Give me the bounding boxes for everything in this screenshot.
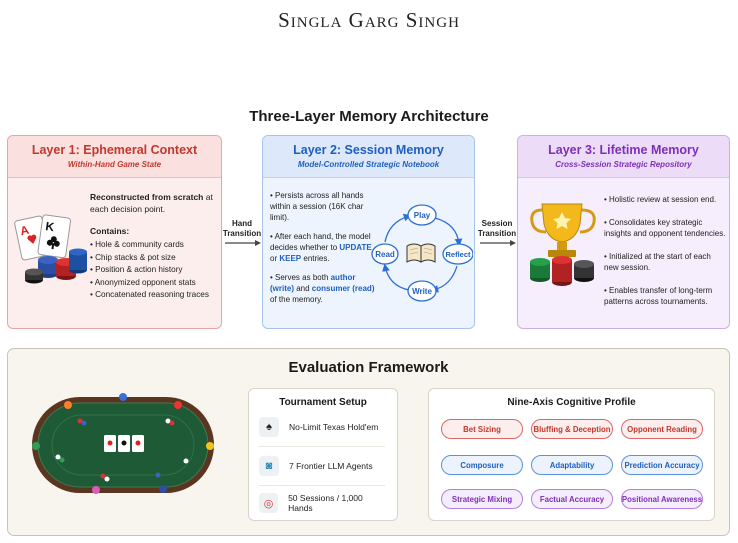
cognitive-profile-card: Nine-Axis Cognitive Profile Bet Sizing B… xyxy=(428,388,715,521)
axis-factual-accuracy: Factual Accuracy xyxy=(531,489,613,509)
table-chips xyxy=(55,418,189,482)
cycle-node-write: Write xyxy=(407,280,437,302)
layer2-point-persist: • Persists across all hands within a ses… xyxy=(270,191,364,222)
tournament-row-agents: ◙ 7 Frontier LLM Agents xyxy=(259,455,385,477)
layer3-item: • Consolidates key strategic insights an… xyxy=(604,217,726,239)
layer3-header: Layer 3: Lifetime Memory Cross-Session S… xyxy=(518,136,729,178)
axis-adaptability: Adaptability xyxy=(531,455,613,475)
hand-transition-arrow xyxy=(225,240,261,246)
layer3-title: Layer 3: Lifetime Memory xyxy=(548,143,699,157)
layer2-box: Layer 2: Session Memory Model-Controlled… xyxy=(262,135,475,329)
cards-chips-illustration: A K xyxy=(14,214,87,284)
layer1-intro: Reconstructed from scratch at each decis… xyxy=(90,192,213,214)
layer3-item: • Initialized at the start of each new s… xyxy=(604,251,711,273)
layer1-title: Layer 1: Ephemeral Context xyxy=(31,143,198,157)
axis-strategic-mixing: Strategic Mixing xyxy=(441,489,523,509)
chip-stacks xyxy=(25,248,87,284)
svg-text:Read: Read xyxy=(375,250,395,259)
layer2-point-roles: • Serves as both author (write) and cons… xyxy=(270,273,375,304)
layer1-item: • Anonymized opponent stats xyxy=(90,277,196,287)
layer1-header: Layer 1: Ephemeral Context Within-Hand G… xyxy=(8,136,221,178)
session-transition-arrow xyxy=(480,240,516,246)
tournament-setup-title: Tournament Setup xyxy=(279,397,367,408)
evaluation-panel: Evaluation Framework xyxy=(7,348,730,536)
layer1-subtitle: Within-Hand Game State xyxy=(67,160,162,169)
svg-text:Write: Write xyxy=(412,287,432,296)
author-header: Singla Garg Singh xyxy=(278,8,460,32)
card-king-rank: K xyxy=(45,219,56,234)
target-icon: ◎ xyxy=(259,493,279,513)
tournament-row-game: ♠ No-Limit Texas Hold'em xyxy=(259,416,385,438)
layer2-point-update: • After each hand, the model decides whe… xyxy=(270,232,372,263)
player-seats xyxy=(32,393,214,494)
tournament-row-sessions: ◎ 50 Sessions / 1,000 Hands xyxy=(259,492,385,514)
axis-composure: Composure xyxy=(441,455,523,475)
layer1-contains-label: Contains: xyxy=(90,226,130,236)
layer1-item: • Hole & community cards xyxy=(90,240,184,249)
layer3-item: • Holistic review at session end. xyxy=(604,195,717,204)
svg-text:Play: Play xyxy=(414,211,431,220)
community-cards xyxy=(104,435,144,452)
layer1-item: • Concatenated reasoning traces xyxy=(90,290,209,299)
axis-positional-awareness: Positional Awareness xyxy=(621,489,703,509)
layer3-subtitle: Cross-Session Strategic Repository xyxy=(555,160,692,169)
layer2-body: • Persists across all hands within a ses… xyxy=(270,190,378,313)
layer1-box: Layer 1: Ephemeral Context Within-Hand G… xyxy=(7,135,222,329)
layer2-header: Layer 2: Session Memory Model-Controlled… xyxy=(263,136,474,178)
trophy-illustration xyxy=(530,203,596,286)
cycle-node-play: Play xyxy=(407,204,437,226)
axis-prediction-accuracy: Prediction Accuracy xyxy=(621,455,703,475)
axis-opponent-reading: Opponent Reading xyxy=(621,419,703,439)
layer1-item: • Chip stacks & pot size xyxy=(90,252,176,262)
layer2-title: Layer 2: Session Memory xyxy=(293,143,444,157)
tournament-setup-card: Tournament Setup ♠ No-Limit Texas Hold'e… xyxy=(248,388,398,521)
layer3-box: Layer 3: Lifetime Memory Cross-Session S… xyxy=(517,135,730,329)
memory-cycle-diagram: Play Reflect Write Read xyxy=(371,204,473,302)
layer3-item: • Enables transfer of long-term patterns… xyxy=(604,285,713,307)
layer2-subtitle: Model-Controlled Strategic Notebook xyxy=(297,160,440,169)
svg-text:Reflect: Reflect xyxy=(445,250,471,259)
axis-bluffing-deception: Bluffing & Deception xyxy=(531,419,613,439)
cycle-node-reflect: Reflect xyxy=(442,243,473,265)
layer1-body: Reconstructed from scratch at each decis… xyxy=(90,191,220,302)
card-ace-rank: A xyxy=(19,223,31,239)
spade-icon: ♠ xyxy=(259,417,279,437)
poker-table-illustration xyxy=(32,393,214,494)
notebook-icon xyxy=(406,243,436,263)
layer1-item: • Position & action history xyxy=(90,265,183,274)
cycle-node-read: Read xyxy=(371,243,399,265)
diagram-title: Three-Layer Memory Architecture xyxy=(249,108,489,125)
robot-icon: ◙ xyxy=(259,456,279,476)
cognitive-profile-title: Nine-Axis Cognitive Profile xyxy=(507,397,636,408)
axis-bet-sizing: Bet Sizing xyxy=(441,419,523,439)
layer3-body: • Holistic review at session end. • Cons… xyxy=(604,194,726,319)
evaluation-title: Evaluation Framework xyxy=(288,359,449,376)
